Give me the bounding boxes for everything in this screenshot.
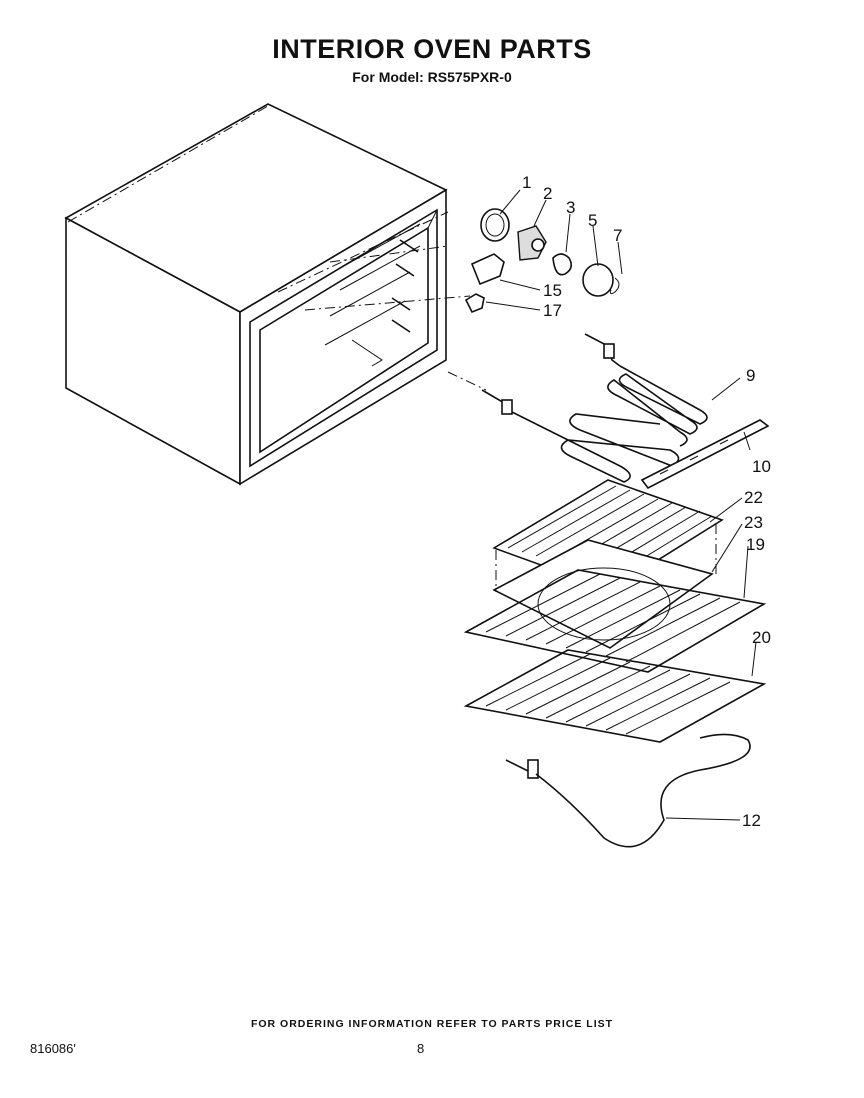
callout-10: 10	[752, 457, 771, 476]
oven-rack-lower	[463, 649, 767, 743]
document-number: 816086'	[30, 1041, 76, 1056]
oven-sensor	[505, 733, 751, 848]
callout-15: 15	[543, 281, 562, 300]
callout-1: 1	[522, 173, 531, 192]
callout-22: 22	[744, 488, 763, 507]
callout-12: 12	[742, 811, 761, 830]
light-bracket	[470, 253, 505, 286]
callout-17: 17	[543, 301, 562, 320]
callout-3: 3	[566, 198, 575, 217]
callout-2: 2	[543, 184, 552, 203]
callout-5: 5	[588, 211, 597, 230]
callout-9: 9	[746, 366, 755, 385]
light-bulb	[552, 253, 573, 276]
broil-element	[584, 333, 708, 447]
lens-clip	[610, 277, 620, 295]
ordering-information-note: FOR ORDERING INFORMATION REFER TO PARTS …	[250, 1018, 614, 1030]
page-title: INTERIOR OVEN PARTS	[272, 34, 592, 64]
bracket-clip	[464, 293, 485, 314]
callout-20: 20	[752, 628, 771, 647]
broiler-pan-assembly	[492, 479, 724, 649]
callout-leaders	[485, 189, 757, 821]
page-number: 8	[417, 1041, 425, 1056]
callout-23: 23	[744, 513, 763, 532]
callout-19: 19	[746, 535, 765, 554]
light-gasket	[480, 208, 510, 242]
bake-element	[481, 389, 680, 483]
model-subtitle: For Model: RS575PXR-0	[352, 69, 512, 85]
light-lens	[582, 263, 614, 297]
callout-7: 7	[613, 226, 622, 245]
callout-numbers: 1 2 3 5 7 15 17 9 10 22 23 19 20 12	[522, 173, 771, 830]
broiler-pan	[492, 539, 714, 649]
oven-rack-upper	[463, 569, 767, 673]
element-support	[640, 419, 770, 490]
oven-cavity	[64, 103, 487, 486]
